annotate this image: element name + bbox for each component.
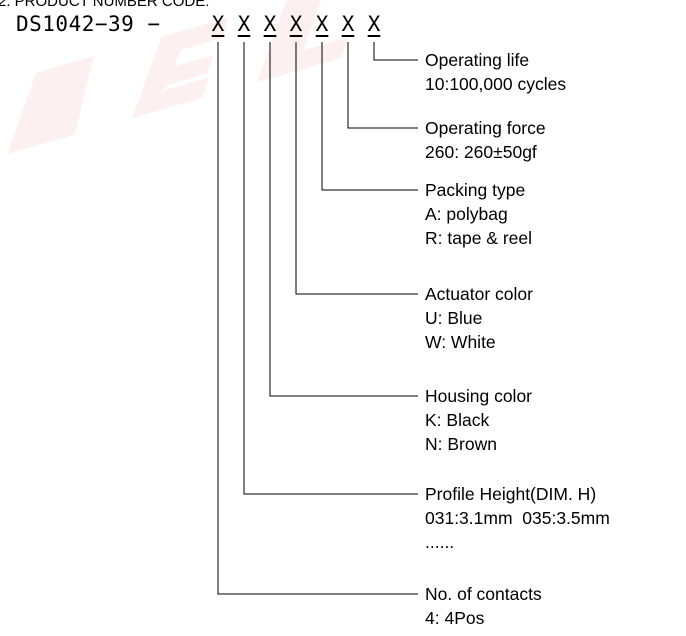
code-slot-2: X: [237, 12, 251, 36]
field-option: 10:100,000 cycles: [425, 74, 567, 94]
field-description-1: Operating life 10:100,000 cycles: [425, 48, 566, 96]
connector-line-1: [373, 42, 418, 61]
field-option: W: White: [425, 332, 496, 352]
field-description-4: Actuator color U: Blue W: White: [425, 282, 533, 354]
field-description-6: Profile Height(DIM. H) 031:3.1mm 035:3.5m…: [425, 482, 610, 554]
connector-line-3: [321, 42, 418, 191]
field-option: R: tape & reel: [425, 228, 532, 248]
field-title: Operating life: [425, 50, 530, 70]
connector-line-6: [243, 42, 418, 495]
section-heading: 2. PRODUCT NUMBER CODE:: [0, 0, 210, 10]
watermark-logo: [7, 0, 349, 154]
field-title: Packing type: [425, 180, 526, 200]
code-slot-4: X: [289, 12, 303, 36]
field-title: Operating force: [425, 118, 546, 138]
code-slot-5: X: [315, 12, 329, 36]
code-slot-6: X: [341, 12, 355, 36]
field-option: A: polybag: [425, 204, 508, 224]
field-title: Housing color: [425, 386, 532, 406]
field-option: ......: [425, 532, 455, 552]
code-slot-1: X: [211, 12, 225, 36]
connector-line-7: [217, 42, 418, 595]
field-option: U: Blue: [425, 308, 483, 328]
field-option: 4: 4Pos: [425, 608, 485, 628]
connector-line-2: [347, 42, 418, 129]
code-slot-7: X: [367, 12, 381, 36]
field-title: Profile Height(DIM. H): [425, 484, 597, 504]
code-slot-3: X: [263, 12, 277, 36]
code-prefix: DS1042−39 −: [16, 12, 161, 36]
connector-line-4: [295, 42, 418, 295]
field-option: 260: 260±50gf: [425, 142, 537, 162]
field-description-3: Packing type A: polybag R: tape & reel: [425, 178, 532, 250]
field-option: K: Black: [425, 410, 490, 430]
field-description-5: Housing color K: Black N: Brown: [425, 384, 532, 456]
field-description-7: No. of contacts 4: 4Pos: [425, 582, 542, 630]
field-option: N: Brown: [425, 434, 497, 454]
connector-line-5: [269, 42, 418, 397]
field-title: No. of contacts: [425, 584, 542, 604]
field-description-2: Operating force 260: 260±50gf: [425, 116, 546, 164]
field-title: Actuator color: [425, 284, 533, 304]
field-option: 031:3.1mm 035:3.5mm: [425, 508, 610, 528]
